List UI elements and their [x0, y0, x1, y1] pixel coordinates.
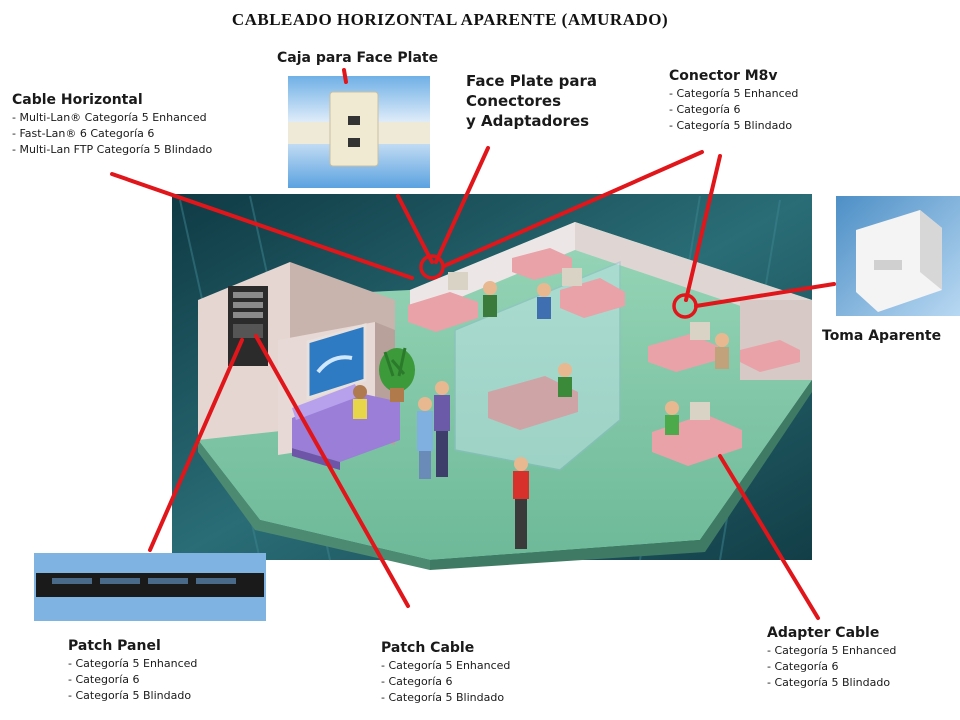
label-item: Categoría 5 Enhanced [68, 656, 197, 672]
label-item: Categoría 6 [381, 674, 510, 690]
label-item: Categoría 5 Enhanced [767, 643, 896, 659]
label-item: Categoría 5 Enhanced [381, 658, 510, 674]
label-head: Caja para Face Plate [277, 50, 439, 66]
label-item: Categoría 6 [68, 672, 197, 688]
label-item: Categoría 6 [669, 102, 798, 118]
wall-picture [306, 322, 367, 401]
pointer-adapter-cable [718, 454, 820, 620]
pointer-lines [110, 68, 836, 620]
people [353, 281, 729, 549]
label-caja-face-plate: Caja para Face Plate [277, 50, 438, 68]
label-patch-cable: Patch Cable Categoría 5 Enhanced Categor… [381, 640, 510, 706]
label-head: Toma Aparente [822, 328, 942, 344]
label-head: Conector M8v [669, 68, 778, 84]
label-head: Patch Cable [381, 640, 475, 656]
pointer-circles [419, 254, 698, 319]
label-adapter-cable: Adapter Cable Categoría 5 Enhanced Categ… [767, 625, 896, 691]
pointer-circle-conector [672, 293, 698, 319]
computers [448, 268, 710, 420]
label-head: Cable Horizontal [12, 92, 143, 108]
pointer-toma [694, 282, 836, 308]
label-item: Categoría 5 Blindado [767, 675, 896, 691]
label-item: Categoría 6 [767, 659, 896, 675]
label-face-plate: Face Plate para Conectores y Adaptadores [466, 72, 597, 132]
label-head-line: y Adaptadores [466, 112, 590, 130]
label-item: Categoría 5 Blindado [68, 688, 197, 704]
label-item: Categoría 5 Enhanced [669, 86, 798, 102]
toma-aparente-photo [836, 196, 960, 316]
label-item: Multi-Lan FTP Categoría 5 Blindado [12, 142, 212, 158]
label-head: Adapter Cable [767, 625, 880, 641]
label-item: Categoría 5 Blindado [381, 690, 510, 706]
pointer-caja-face-plate [342, 68, 348, 84]
pointer-circle-face-plate [419, 254, 445, 280]
pointer-caja-to-wall [396, 194, 434, 264]
label-head: Patch Panel [68, 638, 161, 654]
label-item: Fast-Lan® 6 Categoría 6 [12, 126, 212, 142]
label-cable-horizontal: Cable Horizontal Multi-Lan® Categoría 5 … [12, 92, 212, 158]
patch-panel-photo [34, 553, 266, 621]
label-item: Categoría 5 Blindado [669, 118, 798, 134]
caja-face-plate-photo [288, 76, 430, 188]
page-title: CABLEADO HORIZONTAL APARENTE (AMURADO) [231, 10, 669, 29]
plant [379, 347, 415, 402]
pointer-conector-b [684, 154, 722, 302]
label-patch-panel: Patch Panel Categoría 5 Enhanced Categor… [68, 638, 197, 704]
label-head-line: Face Plate para [466, 72, 597, 90]
desks [408, 248, 800, 466]
pointer-patch-cable [254, 334, 410, 608]
pointer-face-plate [434, 146, 490, 264]
pointer-patch-panel [148, 338, 244, 552]
label-item: Multi-Lan® Categoría 5 Enhanced [12, 110, 212, 126]
label-conector-m8v: Conector M8v Categoría 5 Enhanced Catego… [669, 68, 798, 134]
label-toma-aparente: Toma Aparente [822, 328, 941, 346]
pointer-cable-horizontal [110, 172, 414, 280]
pointer-conector-a [442, 150, 704, 268]
label-head-line: Conectores [466, 92, 562, 110]
